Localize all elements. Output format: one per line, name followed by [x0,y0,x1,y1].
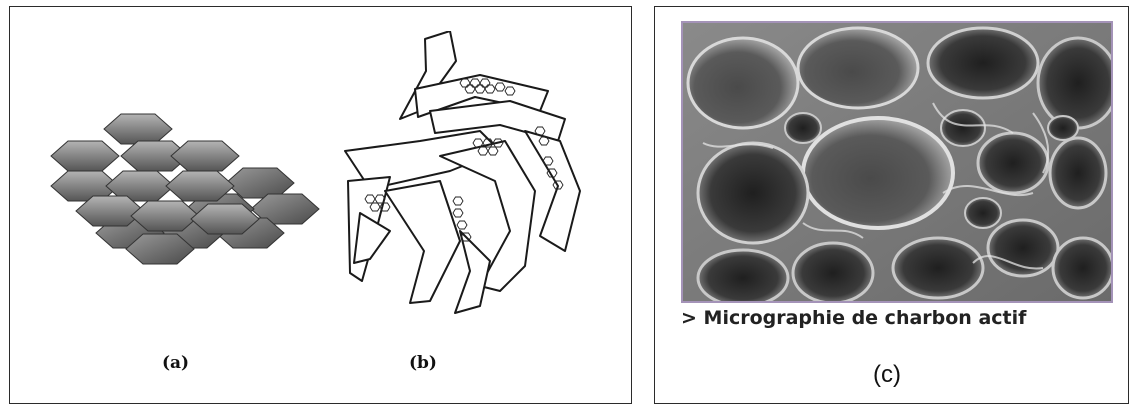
figure-panel-left: (a) (b) [9,6,632,404]
panel-c-label: (c) [873,361,901,389]
panel-b-label: (b) [409,353,437,373]
panel-a-label: (a) [162,353,189,373]
micrograph-image [683,23,1113,303]
graphene-hexagon-sheets-icon [40,111,330,271]
activated-carbon-micrograph-icon [681,21,1113,303]
figure-panel-right: > Micrographie de charbon actif (c) [654,6,1129,404]
micrograph-caption: > Micrographie de charbon actif [681,307,1026,329]
turbostratic-carbon-structure-icon [330,31,590,316]
